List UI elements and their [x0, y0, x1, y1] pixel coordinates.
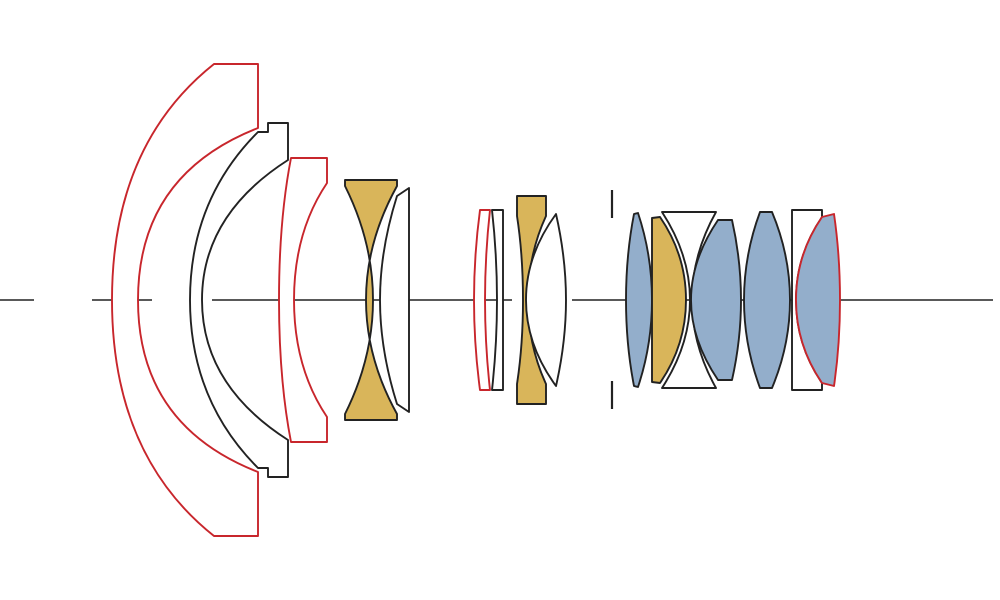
lens-element-13: [690, 219, 742, 381]
lens-element-16: [795, 213, 841, 387]
lens-element-1: [111, 63, 259, 537]
lens-element-14: [743, 211, 791, 389]
lens-element-11: [651, 216, 687, 384]
lens-element-5: [379, 187, 410, 413]
lens-element-9: [525, 213, 567, 387]
lens-element-6: [473, 209, 491, 391]
lens-element-3: [278, 157, 328, 443]
lens-elements: [111, 63, 841, 537]
lens-element-2: [189, 122, 289, 478]
lens-element-7: [491, 209, 504, 391]
lens-element-10: [625, 212, 653, 388]
lens-element-4: [344, 179, 398, 421]
